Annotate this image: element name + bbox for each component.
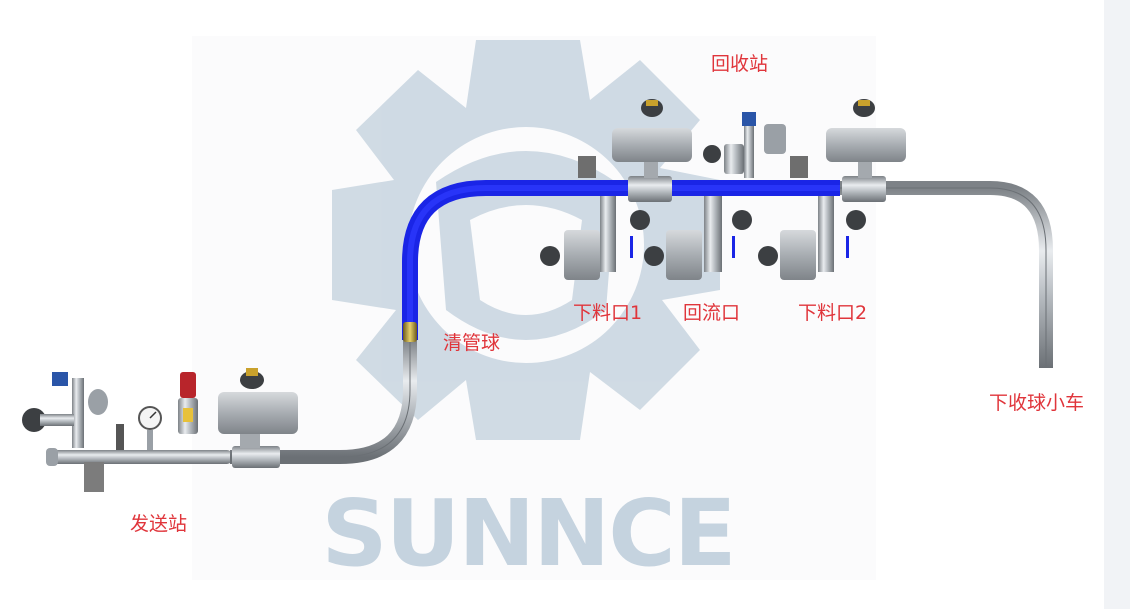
sending-solenoid-valve: [22, 372, 124, 450]
support-block-left: [578, 156, 596, 178]
discharge-port-1-valve: [540, 196, 650, 280]
label-return-port: 回流口: [683, 302, 741, 324]
cleaning-pig: [403, 322, 417, 342]
label-sending-station: 发送站: [130, 513, 188, 535]
label-receiving-cart: 下收球小车: [989, 392, 1085, 414]
recovery-valve-right: [826, 99, 906, 202]
return-port-valve: [644, 196, 752, 280]
side-strip: [1104, 0, 1130, 609]
sight-glass: [178, 372, 198, 434]
sending-header: [46, 448, 232, 492]
watermark-gear: [332, 40, 720, 440]
sending-main-valve: [218, 368, 298, 468]
pressure-gauge: [138, 406, 162, 450]
recovery-valve-left: [612, 99, 692, 202]
label-pig: 清管球: [443, 332, 501, 354]
label-discharge-port-2: 下料口2: [798, 302, 868, 324]
label-discharge-port-1: 下料口1: [573, 302, 643, 324]
steel-pipe-right: [840, 181, 1053, 368]
discharge-port-2-valve: [758, 196, 866, 280]
watermark-brand: SUNNCE: [321, 480, 736, 587]
support-block-right: [790, 156, 808, 178]
label-recovery-station: 回收站: [711, 53, 769, 75]
recovery-solenoid-valve: [703, 112, 786, 178]
